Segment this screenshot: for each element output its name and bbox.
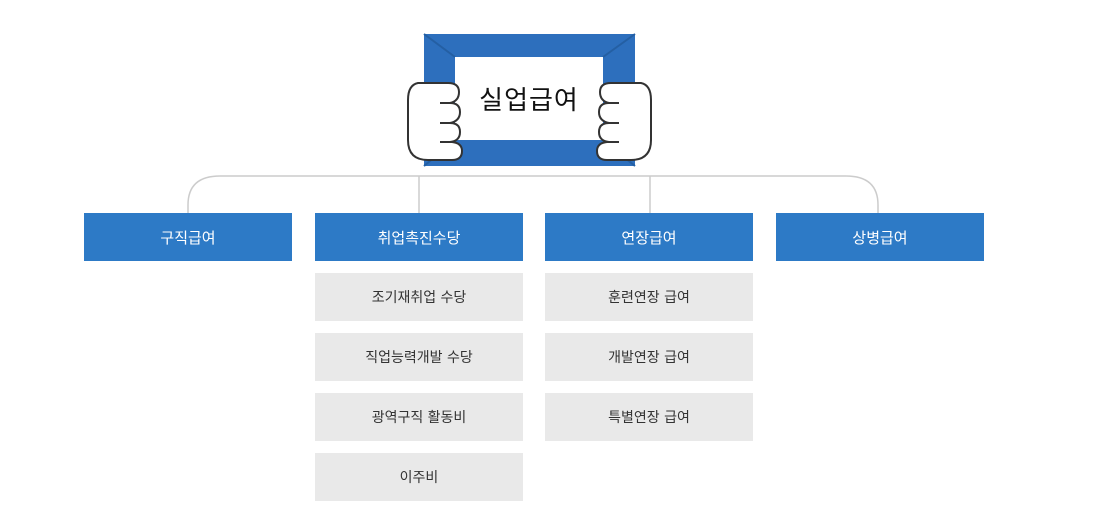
sub-item-training-extension: 훈련연장 급여	[545, 273, 753, 321]
sub-item-wide-area-job-search: 광역구직 활동비	[315, 393, 523, 441]
left-hand-icon	[407, 82, 463, 161]
right-hand-icon	[596, 82, 652, 161]
category-employment-promotion-allowance: 취업촉진수당	[315, 213, 523, 261]
root-title: 실업급여	[479, 85, 579, 116]
sub-item-early-reemployment: 조기재취업 수당	[315, 273, 523, 321]
sub-item-individual-extension: 개발연장 급여	[545, 333, 753, 381]
category-sickness-benefit: 상병급여	[776, 213, 984, 261]
sub-item-vocational-development: 직업능력개발 수당	[315, 333, 523, 381]
sub-item-relocation: 이주비	[315, 453, 523, 501]
category-job-seeking-benefit: 구직급여	[84, 213, 292, 261]
connector-lines	[187, 175, 879, 213]
category-extended-benefit: 연장급여	[545, 213, 753, 261]
sub-item-special-extension: 특별연장 급여	[545, 393, 753, 441]
